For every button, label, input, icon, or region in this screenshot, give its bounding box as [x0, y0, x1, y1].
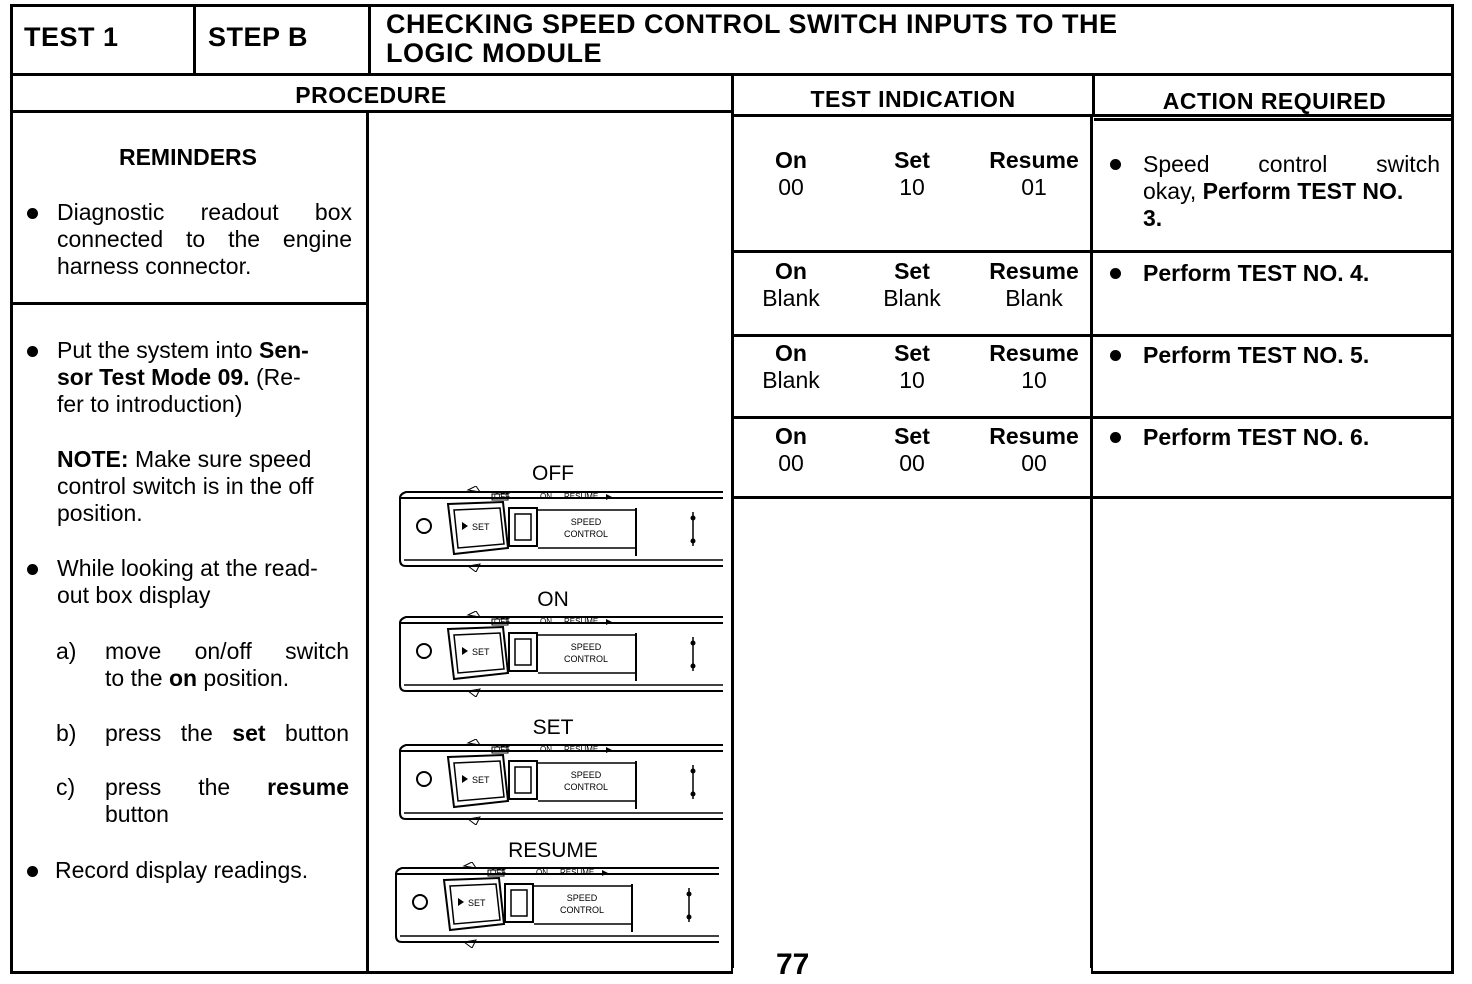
- action-2: Perform TEST NO. 4.: [1143, 260, 1370, 286]
- row-rule-3: [733, 416, 1454, 419]
- reminder-item: Diagnostic readout box connected to the …: [57, 199, 352, 279]
- switch-state-label: ON: [537, 588, 569, 611]
- bullet-icon: [27, 564, 38, 575]
- action-header: ACTION REQUIRED: [1162, 88, 1387, 114]
- indication-left-divider: [731, 114, 734, 974]
- page-number: 77: [772, 948, 814, 982]
- indication-header-rule: [733, 114, 1454, 117]
- procedure-header-rule: [10, 110, 732, 113]
- bullet-icon: [1110, 159, 1121, 170]
- svg-text:ON: ON: [540, 617, 552, 626]
- svg-text:OFF: OFF: [490, 868, 506, 877]
- reminders-title: REMINDERS: [118, 144, 257, 170]
- bullet-icon: [1110, 350, 1121, 361]
- svg-text:RESUME: RESUME: [560, 868, 594, 877]
- svg-text:SET: SET: [472, 522, 490, 532]
- bullet-icon: [27, 346, 38, 357]
- action-3: Perform TEST NO. 5.: [1143, 342, 1370, 368]
- action-1: Speed control switch okay, Perform TEST …: [1143, 151, 1440, 231]
- bullet-icon: [1110, 268, 1121, 279]
- indication-action-divider: [1090, 114, 1093, 974]
- procedure-note: NOTE: Make sure speed control switch is …: [57, 446, 314, 526]
- switch-state-label: RESUME: [508, 839, 598, 862]
- test-number: TEST 1: [24, 22, 119, 52]
- svg-text:SPEED: SPEED: [571, 517, 602, 527]
- colhdr-divider-1: [731, 73, 734, 117]
- svg-text:SPEED: SPEED: [571, 770, 602, 780]
- svg-text:SET: SET: [472, 775, 490, 785]
- svg-text:ON: ON: [540, 492, 552, 501]
- svg-text:ON: ON: [536, 868, 548, 877]
- reminders-bottom-rule: [10, 302, 368, 305]
- svg-text:CONTROL: CONTROL: [560, 905, 604, 915]
- substep-a-label: a): [56, 638, 77, 664]
- svg-text:ON: ON: [540, 745, 552, 754]
- switch-state-label: OFF: [532, 462, 574, 485]
- svg-text:OFF: OFF: [494, 617, 510, 626]
- bullet-icon: [1110, 432, 1121, 443]
- bullet-icon: [27, 866, 38, 877]
- svg-text:OFF: OFF: [494, 745, 510, 754]
- speed-control-switch-illustration: OFF ON RESUME SET SPEED CONTROL: [395, 862, 719, 948]
- svg-text:RESUME: RESUME: [564, 492, 598, 501]
- svg-text:CONTROL: CONTROL: [564, 782, 608, 792]
- row-rule-4: [733, 496, 1454, 499]
- svg-text:CONTROL: CONTROL: [564, 529, 608, 539]
- header-divider-1: [193, 4, 196, 76]
- svg-text:RESUME: RESUME: [564, 745, 598, 754]
- speed-control-switch-illustration: OFF ON RESUME SET SPEED CONTROL: [399, 611, 723, 697]
- speed-control-switch-illustration: OFF ON RESUME SET SPEED CONTROL: [399, 486, 723, 572]
- action-4: Perform TEST NO. 6.: [1143, 424, 1370, 450]
- procedure-image-divider: [366, 110, 369, 974]
- substep-b-label: b): [56, 720, 77, 746]
- procedure-header: PROCEDURE: [295, 82, 447, 108]
- page-number-gap: [733, 968, 1091, 980]
- header-divider-2: [368, 4, 371, 76]
- substep-c-label: c): [56, 774, 76, 800]
- row-rule-1: [733, 250, 1454, 253]
- row-rule-2: [733, 334, 1454, 337]
- svg-text:OFF: OFF: [494, 492, 510, 501]
- switch-state-label: SET: [532, 716, 574, 739]
- procedure-step-3: Record display readings.: [55, 857, 309, 883]
- speed-control-switch-illustration: OFF ON RESUME SET SPEED CONTROL: [399, 739, 723, 825]
- page-title: CHECKING SPEED CONTROL SWITCH INPUTS TO …: [386, 9, 1118, 68]
- bullet-icon: [27, 208, 38, 219]
- step-label: STEP B: [208, 22, 309, 52]
- substep-b: press the set button: [105, 720, 350, 746]
- substep-c: press the resume button: [105, 774, 349, 827]
- svg-text:SET: SET: [472, 647, 490, 657]
- substep-a: move on/off switch to the on position.: [105, 638, 349, 691]
- svg-text:RESUME: RESUME: [564, 617, 598, 626]
- svg-text:SPEED: SPEED: [567, 893, 598, 903]
- colhdr-divider-2: [1092, 73, 1095, 117]
- svg-text:CONTROL: CONTROL: [564, 654, 608, 664]
- procedure-step-2: While looking at the read- out box displ…: [57, 555, 318, 608]
- svg-text:SET: SET: [468, 898, 486, 908]
- svg-text:SPEED: SPEED: [571, 642, 602, 652]
- indication-header: TEST INDICATION: [810, 86, 1016, 112]
- action-header-rule: [1094, 118, 1454, 121]
- procedure-step-1: Put the system into Sen- sor Test Mode 0…: [57, 337, 309, 417]
